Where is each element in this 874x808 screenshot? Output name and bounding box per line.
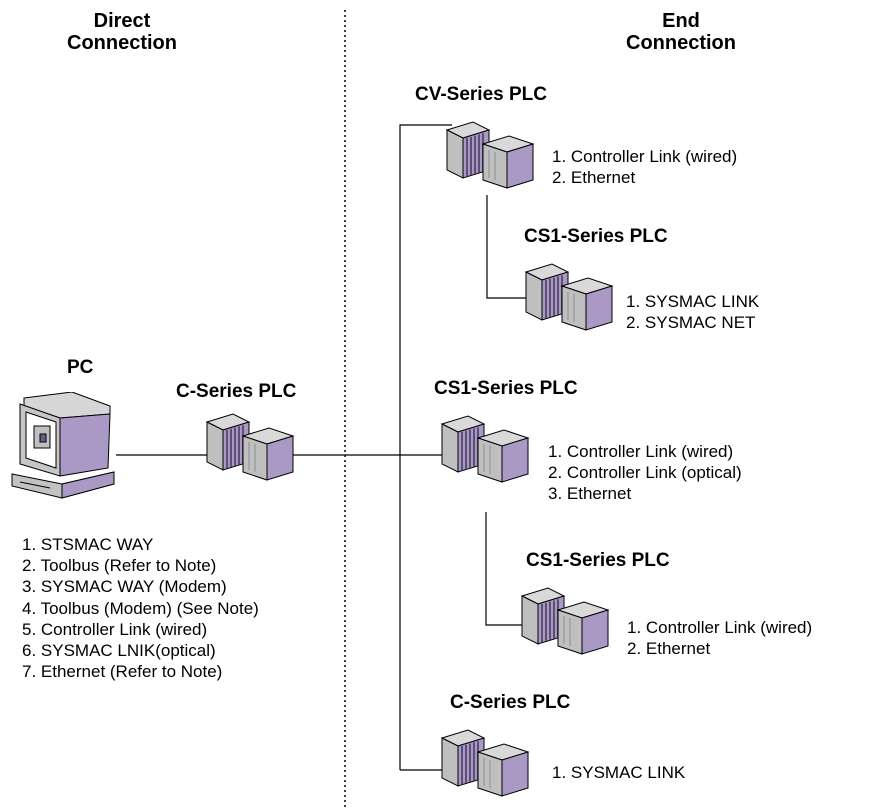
cv-to-cs1-a-link: [486, 195, 526, 299]
plc-right-module-side: [506, 143, 534, 189]
cs1-b-to-cs1-c-link: [485, 512, 522, 626]
c-end-method-item: 1. SYSMAC LINK: [552, 763, 686, 782]
pc-method-item: 5. Controller Link (wired): [22, 620, 208, 639]
cs1-series-a-plc-icon: [524, 263, 614, 331]
cv-method-item: 1. Controller Link (wired): [552, 147, 738, 166]
header-end-line-1: End: [662, 10, 700, 32]
plc-right-module-side: [501, 437, 529, 483]
plc-left-module-front: [441, 737, 459, 787]
plc-right-module-side: [585, 285, 613, 331]
cs1-c-method-item: 1. Controller Link (wired): [627, 618, 813, 637]
cs1-a-method-item: 1. SYSMAC LINK: [626, 292, 760, 311]
cs1-series-b-plc-icon: [440, 415, 530, 483]
cs1-b-method-item: 2. Controller Link (optical): [548, 463, 742, 482]
plc-right-module-side: [581, 609, 609, 655]
cs1-series-c-title: CS1-Series PLC: [526, 550, 670, 571]
cs1-series-c-plc-icon: [520, 587, 610, 655]
main-bus-line: [399, 124, 452, 770]
pc-method-item: 7. Ethernet (Refer to Note): [22, 662, 223, 681]
cs1-series-b-title: CS1-Series PLC: [434, 378, 578, 399]
plc-left-module-front: [441, 423, 459, 473]
cs1-series-a-title: CS1-Series PLC: [524, 226, 668, 247]
pc-method-item: 2. Toolbus (Refer to Note): [22, 556, 217, 575]
plc-left-module-front: [446, 129, 464, 179]
header-direct-line-1: Direct: [93, 10, 151, 32]
cv-method-item: 2. Ethernet: [552, 168, 636, 187]
cs1-c-method-item: 2. Ethernet: [627, 639, 711, 658]
cv-series-plc-icon: [445, 121, 535, 189]
c-series-direct-plc-icon: [205, 413, 295, 481]
pc-icon: [11, 392, 115, 499]
plc-right-module-side: [266, 435, 294, 481]
cv-series-title: CV-Series PLC: [415, 84, 547, 105]
pc-method-item: 3. SYSMAC WAY (Modem): [22, 577, 227, 596]
header-direct-line-2: Connection: [67, 32, 177, 54]
cs1-b-method-item: 1. Controller Link (wired): [548, 442, 734, 461]
pc-method-item: 1. STSMAC WAY: [22, 535, 154, 554]
pc-method-item: 6. SYSMAC LNIK(optical): [22, 641, 216, 660]
header-end-connection: End Connection: [616, 10, 746, 54]
plc-left-module-front: [521, 595, 539, 645]
plc-right-module-side: [501, 751, 529, 797]
header-end-line-2: Connection: [626, 32, 736, 54]
c-series-end-plc-icon: [440, 729, 530, 797]
plc-left-module-front: [206, 421, 224, 471]
cs1-series-b-methods-list: 1. Controller Link (wired) 2. Controller…: [548, 441, 742, 504]
cs1-b-method-item: 3. Ethernet: [548, 484, 632, 503]
cs1-series-a-methods-list: 1. SYSMAC LINK 2. SYSMAC NET: [626, 291, 759, 333]
c-series-end-methods-list: 1. SYSMAC LINK: [552, 762, 685, 783]
c-series-direct-title: C-Series PLC: [176, 381, 297, 402]
pc-method-item: 4. Toolbus (Modem) (See Note): [22, 599, 259, 618]
pc-title: PC: [67, 357, 94, 378]
c-series-end-title: C-Series PLC: [450, 692, 571, 713]
cs1-a-method-item: 2. SYSMAC NET: [626, 313, 756, 332]
pc-methods-list: 1. STSMAC WAY 2. Toolbus (Refer to Note)…: [22, 534, 259, 682]
cv-series-methods-list: 1. Controller Link (wired) 2. Ethernet: [552, 146, 737, 188]
header-direct-connection: Direct Connection: [60, 10, 184, 54]
cs1-series-c-methods-list: 1. Controller Link (wired) 2. Ethernet: [627, 617, 812, 659]
plc-left-module-front: [525, 271, 543, 321]
